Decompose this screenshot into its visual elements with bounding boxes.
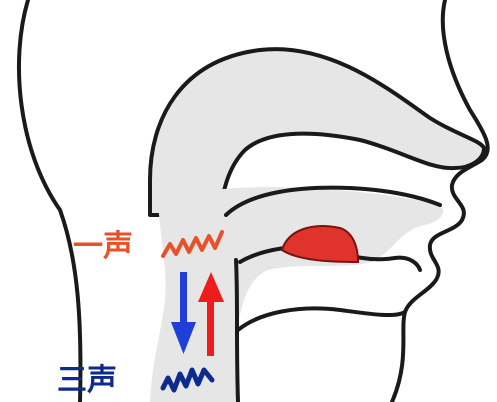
tone-label-first: 一声 xyxy=(73,229,133,264)
head-outline xyxy=(19,0,81,402)
tone-label-third: 三声 xyxy=(57,363,117,398)
neck-front-line xyxy=(238,308,405,330)
